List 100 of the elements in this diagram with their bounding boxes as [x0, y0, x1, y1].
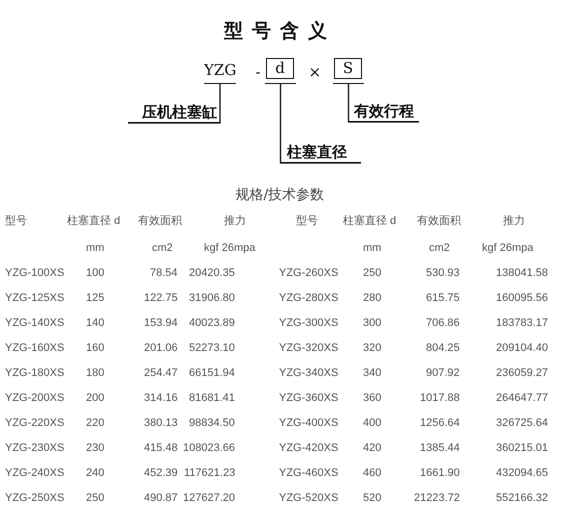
- table-value: 183783.17: [496, 316, 548, 330]
- unit-label: mm: [363, 241, 382, 255]
- table-value: 804.25: [426, 341, 460, 355]
- table-value: 530.93: [426, 266, 460, 280]
- unit-label: cm2: [429, 241, 450, 255]
- table-value: 52273.10: [189, 341, 235, 355]
- table-value: 108023.66: [183, 441, 235, 455]
- table-value: 432094.65: [496, 466, 548, 480]
- table-value: 460: [363, 466, 382, 480]
- table-value: 66151.94: [189, 366, 235, 380]
- table-value: 180: [86, 366, 104, 380]
- column-heading: 有效面积: [138, 214, 182, 228]
- table-value: 280: [363, 291, 382, 305]
- table-value: 40023.89: [189, 316, 235, 330]
- table-value: 200: [86, 391, 104, 405]
- table-value: 552166.32: [496, 491, 548, 505]
- table-value: 209104.40: [496, 341, 548, 355]
- model-number: YZG-220XS: [5, 416, 64, 430]
- model-number: YZG-340XS: [279, 366, 338, 380]
- table-value: 300: [363, 316, 382, 330]
- model-number: YZG-360XS: [279, 391, 338, 405]
- table-value: 314.16: [144, 391, 178, 405]
- table-value: 452.39: [144, 466, 178, 480]
- leader-line: [280, 84, 361, 164]
- column-heading: 有效面积: [417, 214, 461, 228]
- part-label: 柱塞直径: [281, 143, 361, 163]
- table-value: 122.75: [144, 291, 178, 305]
- model-number: YZG-230XS: [5, 441, 64, 455]
- table-value: 220: [86, 416, 104, 430]
- table-value: 20420.35: [189, 266, 235, 280]
- table-value: 100: [86, 266, 104, 280]
- table-value: 1256.64: [420, 416, 460, 430]
- table-value: 1017.88: [420, 391, 460, 405]
- table-value: 117621.23: [184, 466, 236, 480]
- column-heading: 型号: [296, 214, 318, 228]
- table-value: 230: [86, 441, 104, 455]
- model-number: YZG-300XS: [279, 316, 338, 330]
- table-value: 706.86: [426, 316, 460, 330]
- table-value: 380.13: [144, 416, 178, 430]
- column-heading: 柱塞直径 d: [67, 214, 120, 228]
- table-value: 415.48: [144, 441, 178, 455]
- model-number: YZG-180XS: [5, 366, 64, 380]
- leader-line: [128, 84, 221, 124]
- column-heading: 柱塞直径 d: [343, 214, 396, 228]
- times-symbol: ×: [308, 65, 322, 79]
- table-value: 420: [363, 441, 382, 455]
- table-value: 78.54: [150, 266, 178, 280]
- model-number: YZG-160XS: [5, 341, 64, 355]
- table-value: 140: [86, 316, 104, 330]
- part-label: 有效行程: [348, 102, 419, 122]
- column-heading: 推力: [503, 214, 525, 228]
- dash-symbol: -: [256, 65, 261, 79]
- model-number: YZG-240XS: [5, 466, 64, 480]
- table-value: 138041.58: [496, 266, 548, 280]
- table-value: 250: [363, 266, 382, 280]
- model-number: YZG-100XS: [5, 266, 64, 280]
- table-value: 360: [363, 391, 382, 405]
- table-value: 21223.72: [414, 491, 460, 505]
- table-title: 规格/技术参数: [236, 188, 324, 202]
- table-value: 264647.77: [496, 391, 548, 405]
- model-number: YZG-280XS: [279, 291, 338, 305]
- unit-label: kgf 26mpa: [482, 241, 534, 255]
- table-value: 360215.01: [496, 441, 548, 455]
- table-value: 254.47: [144, 366, 178, 380]
- table-value: 520: [363, 491, 382, 505]
- diagram-title: 型号含义: [223, 19, 336, 44]
- leader-line: [348, 84, 419, 123]
- table-value: 907.92: [426, 366, 460, 380]
- table-value: 326725.64: [496, 416, 548, 430]
- table-value: 1661.90: [420, 466, 460, 480]
- table-value: 320: [363, 341, 382, 355]
- model-number: YZG-140XS: [5, 316, 64, 330]
- table-value: 31906.80: [189, 291, 235, 305]
- table-value: 81681.41: [189, 391, 235, 405]
- part-label: 压机柱塞缸: [128, 103, 220, 123]
- table-value: 160095.56: [496, 291, 548, 305]
- table-value: 160: [86, 341, 104, 355]
- table-value: 98834.50: [189, 416, 235, 430]
- table-value: 125: [86, 291, 104, 305]
- model-number: YZG-520XS: [279, 491, 338, 505]
- table-value: 1385.44: [420, 441, 460, 455]
- model-number: YZG-250XS: [5, 491, 64, 505]
- table-value: 240: [86, 466, 104, 480]
- column-heading: 推力: [224, 214, 246, 228]
- model-number: YZG-420XS: [279, 441, 338, 455]
- model-number: YZG-125XS: [5, 291, 64, 305]
- model-number: YZG-260XS: [279, 266, 338, 280]
- table-value: 236059.27: [496, 366, 548, 380]
- model-code: YZG: [204, 60, 236, 84]
- table-value: 153.94: [144, 316, 178, 330]
- model-number: YZG-200XS: [5, 391, 64, 405]
- unit-label: kgf 26mpa: [204, 241, 256, 255]
- unit-label: cm2: [152, 241, 173, 255]
- table-value: 340: [363, 366, 382, 380]
- table-value: 201.06: [144, 341, 178, 355]
- model-number: YZG-320XS: [279, 341, 338, 355]
- table-value: 615.75: [426, 291, 460, 305]
- model-number: YZG-400XS: [279, 416, 338, 430]
- column-heading: 型号: [5, 214, 27, 228]
- table-value: 250: [86, 491, 104, 505]
